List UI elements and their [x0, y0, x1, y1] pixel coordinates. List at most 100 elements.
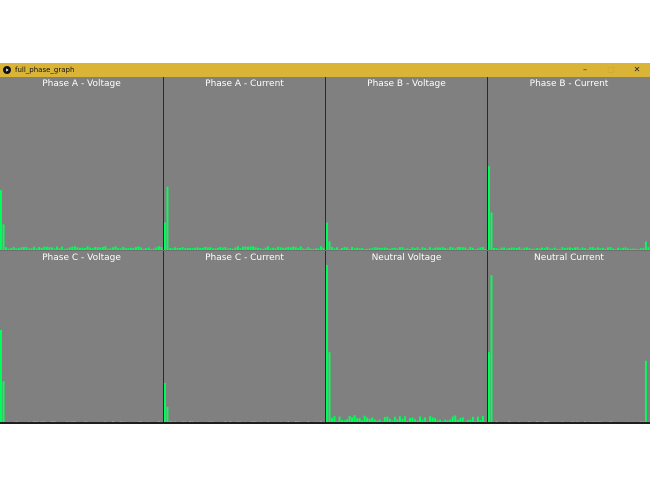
- spectrum-bar: [181, 247, 184, 250]
- spectrum-bar: [132, 248, 135, 250]
- spectrum-bar: [444, 247, 447, 250]
- spectrum-bar: [518, 247, 521, 250]
- spectrum-bar: [454, 248, 457, 250]
- spectrum-bar: [553, 247, 556, 250]
- bars-neutral-voltage: [326, 264, 487, 424]
- spectrum-bar: [617, 247, 620, 250]
- title-bar[interactable]: full_phase_graph – □ ✕: [0, 63, 650, 77]
- spectrum-bar: [94, 247, 97, 250]
- spectrum-bar: [209, 247, 212, 250]
- spectrum-bar: [538, 248, 541, 250]
- spectrum-bar: [624, 247, 627, 250]
- spectrum-bar: [252, 246, 254, 250]
- spectrum-bar: [574, 247, 576, 250]
- spectrum-bar: [104, 246, 107, 250]
- spectrum-bar: [317, 248, 320, 250]
- spectrum-bar: [434, 418, 437, 424]
- spectrum-bar: [388, 248, 391, 250]
- spectrum-bar: [612, 248, 614, 250]
- spectrum-bar: [73, 246, 76, 250]
- spectrum-bar: [594, 248, 597, 250]
- spectrum-bar: [368, 418, 371, 424]
- panel-title: Phase B - Current: [529, 79, 609, 89]
- spectrum-bar: [201, 247, 204, 250]
- spectrum-bar: [421, 247, 424, 250]
- maximize-button[interactable]: □: [607, 65, 615, 74]
- spectrum-bar: [563, 248, 566, 250]
- spectrum-bar: [25, 247, 28, 250]
- spectrum-bar: [282, 247, 285, 250]
- spectrum-bar: [171, 248, 174, 250]
- spectrum-bar: [391, 248, 394, 250]
- spectrum-bar: [469, 419, 472, 424]
- spectrum-bar: [451, 416, 454, 424]
- spectrum-bar: [401, 418, 404, 424]
- row-divider: [0, 250, 650, 251]
- spectrum-bar: [89, 247, 92, 250]
- spectrum-bar: [38, 247, 41, 250]
- spectrum-bar: [393, 247, 396, 250]
- panel-title: Neutral Current: [534, 253, 604, 263]
- spectrum-bar: [262, 248, 265, 250]
- spectrum-bar: [439, 247, 442, 250]
- spectrum-grid: Phase A - Voltage Phase A - Current Phas…: [0, 77, 650, 424]
- spectrum-bar: [219, 246, 222, 250]
- spectrum-bar: [579, 248, 582, 250]
- spectrum-bar: [444, 419, 447, 424]
- spectrum-bar: [22, 247, 25, 250]
- spectrum-bar: [56, 246, 58, 250]
- spectrum-bar: [267, 246, 270, 250]
- spectrum-bar: [147, 247, 150, 250]
- spectrum-bar: [152, 248, 155, 250]
- spectrum-bar: [338, 249, 341, 250]
- spectrum-bar: [606, 247, 609, 250]
- spectrum-bar: [488, 352, 490, 424]
- spectrum-bar: [134, 247, 137, 250]
- spectrum-bar: [186, 247, 189, 250]
- spectrum-bar: [439, 419, 442, 424]
- spectrum-bar: [269, 248, 272, 250]
- spectrum-bar: [378, 419, 381, 424]
- spectrum-bar: [30, 248, 33, 250]
- spectrum-bar: [99, 247, 102, 250]
- spectrum-bar: [206, 247, 209, 250]
- close-button[interactable]: ✕: [633, 65, 641, 74]
- spectrum-bar: [287, 247, 290, 250]
- spectrum-bar: [381, 247, 384, 250]
- spectrum-bar: [426, 248, 429, 250]
- spectrum-bar: [371, 248, 374, 250]
- spectrum-bar: [5, 247, 8, 250]
- spectrum-bar: [556, 248, 559, 250]
- spectrum-bar: [254, 247, 257, 250]
- spectrum-bar: [351, 417, 354, 424]
- spectrum-bar: [414, 248, 416, 250]
- spectrum-bar: [229, 248, 232, 250]
- spectrum-bar: [424, 417, 427, 424]
- spectrum-bar: [81, 247, 84, 250]
- panel-title: Phase C - Voltage: [42, 253, 121, 263]
- spectrum-bar: [43, 246, 46, 250]
- spectrum-bar: [96, 247, 99, 250]
- spectrum-bar: [155, 247, 158, 250]
- panel-title: Neutral Voltage: [371, 253, 442, 263]
- spectrum-bar: [119, 248, 122, 250]
- spectrum-bar: [576, 247, 579, 250]
- spectrum-bar: [451, 247, 454, 250]
- spectrum-bar: [584, 248, 587, 250]
- minimize-button[interactable]: –: [583, 65, 587, 74]
- spectrum-bar: [259, 248, 262, 250]
- spectrum-bar: [366, 417, 369, 424]
- app-icon: [3, 66, 11, 74]
- spectrum-bar: [474, 249, 477, 250]
- spectrum-bar: [406, 248, 409, 250]
- spectrum-bar: [456, 419, 459, 424]
- spectrum-bar: [319, 246, 322, 250]
- spectrum-bar: [436, 247, 439, 250]
- spectrum-bar: [591, 247, 594, 250]
- spectrum-bar: [466, 248, 469, 250]
- spectrum-bar: [622, 247, 625, 250]
- spectrum-bar: [169, 248, 171, 250]
- spectrum-bar: [63, 248, 66, 250]
- spectrum-bar: [461, 247, 464, 250]
- spectrum-bar: [333, 416, 336, 424]
